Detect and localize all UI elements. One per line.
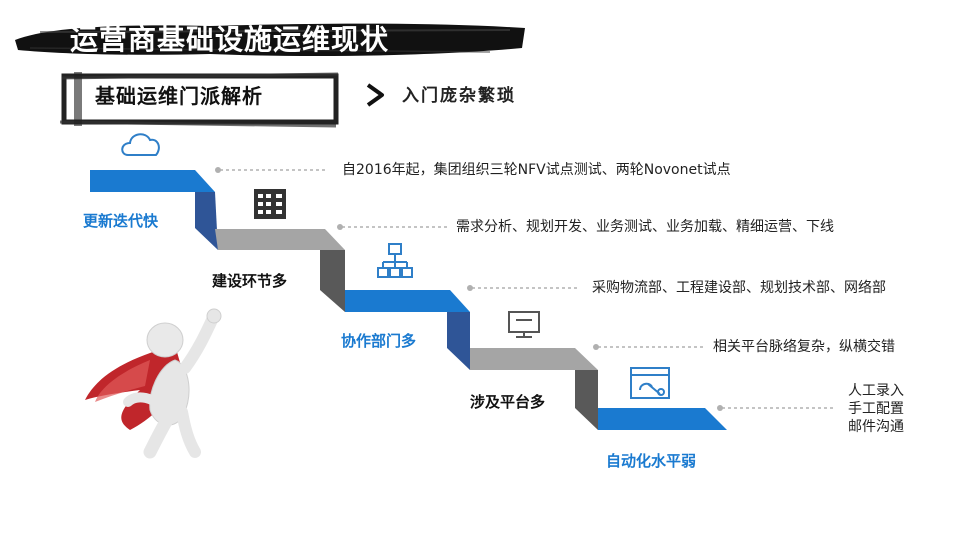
hero-figure xyxy=(85,308,222,459)
cloud-icon xyxy=(121,133,160,156)
step-label-4: 涉及平台多 xyxy=(470,393,546,411)
monitor-icon xyxy=(508,311,540,338)
building-icon xyxy=(254,189,286,219)
step-desc-5-line-2: 手工配置 xyxy=(848,401,904,417)
step-desc-2: 需求分析、规划开发、业务测试、业务加载、精细运营、下线 xyxy=(456,219,834,235)
stair-step-4 xyxy=(470,348,598,370)
settings-window-icon xyxy=(630,367,670,399)
stair-step-3 xyxy=(345,290,470,312)
step-desc-3: 采购物流部、工程建设部、规划技术部、网络部 xyxy=(592,280,886,296)
stair-step-5 xyxy=(598,408,727,430)
chevron-right-icon xyxy=(366,83,384,107)
step-desc-5: 人工录入 手工配置 邮件沟通 xyxy=(848,382,904,436)
subtitle: 基础运维门派解析 xyxy=(95,84,263,108)
step-desc-1: 自2016年起，集团组织三轮NFV试点测试、两轮Novonet试点 xyxy=(342,162,731,178)
title-brush-stroke xyxy=(15,23,525,57)
subtitle-brush-box xyxy=(60,72,339,128)
step-desc-5-line-1: 人工录入 xyxy=(848,383,904,399)
step-label-2: 建设环节多 xyxy=(212,272,288,290)
step-label-3: 协作部门多 xyxy=(341,332,417,350)
step-label-5: 自动化水平弱 xyxy=(606,452,697,470)
step-desc-4: 相关平台脉络复杂，纵横交错 xyxy=(713,339,895,355)
stair-step-2 xyxy=(215,229,345,250)
step-label-1: 更新迭代快 xyxy=(83,212,159,230)
org-chart-icon xyxy=(377,243,413,278)
page-title: 运营商基础设施运维现状 xyxy=(70,23,390,56)
subtitle-right: 入门庞杂繁琐 xyxy=(402,86,516,106)
step-desc-5-line-3: 邮件沟通 xyxy=(848,419,904,435)
stair-step-1 xyxy=(90,170,215,192)
